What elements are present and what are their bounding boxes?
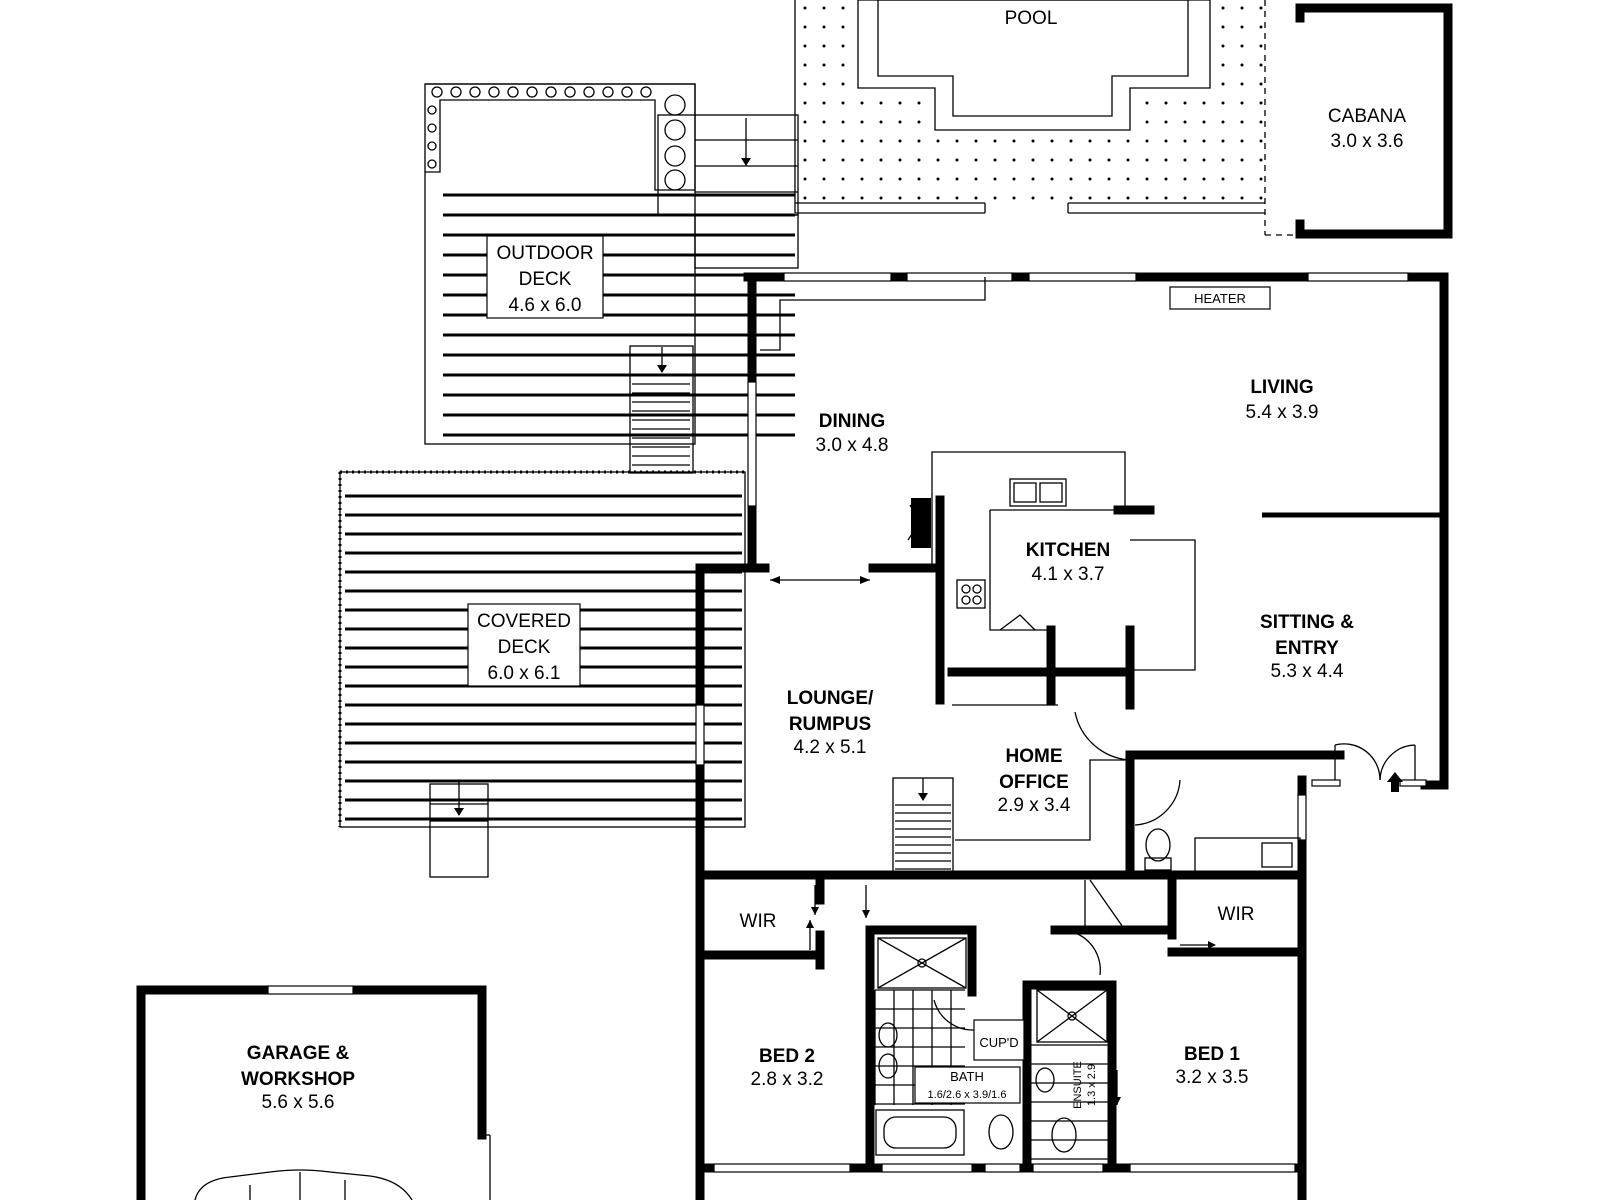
garage-label-1: GARAGE & bbox=[247, 1043, 350, 1064]
pool-coping bbox=[857, 0, 1211, 131]
house-walls bbox=[695, 272, 1449, 1200]
sitting-size: 5.3 x 4.4 bbox=[1271, 661, 1344, 682]
pool-label: POOL bbox=[1005, 8, 1058, 29]
office-label-2: OFFICE bbox=[999, 772, 1069, 793]
bed1-size: 3.2 x 3.5 bbox=[1176, 1067, 1249, 1088]
kitchen-size: 4.1 x 3.7 bbox=[1032, 564, 1105, 585]
heater-label: HEATER bbox=[1194, 291, 1246, 306]
ensuite-label: ENSUITE 1.3 x 2.9 bbox=[1072, 1061, 1098, 1109]
outdoor-deck: OUTDOOR DECK 4.6 x 6.0 bbox=[424, 83, 799, 445]
svg-text:ENSUITE: ENSUITE bbox=[1072, 1061, 1084, 1109]
car-icon bbox=[194, 1169, 413, 1200]
cabana-size: 3.0 x 3.6 bbox=[1331, 131, 1404, 152]
svg-text:COVERED: COVERED bbox=[477, 611, 571, 632]
pool-area: POOL bbox=[794, 0, 1295, 236]
garage-label-2: WORKSHOP bbox=[241, 1069, 355, 1090]
living-label: LIVING bbox=[1250, 377, 1313, 398]
bed1-label: BED 1 bbox=[1184, 1044, 1240, 1065]
lounge-size: 4.2 x 5.1 bbox=[794, 737, 867, 758]
sitting-label-2: ENTRY bbox=[1275, 638, 1339, 659]
lounge-label-1: LOUNGE/ bbox=[787, 688, 874, 709]
wir-left-label: WIR bbox=[740, 911, 777, 932]
interior-details: HEATER bbox=[760, 277, 1416, 1160]
office-label-1: HOME bbox=[1006, 746, 1063, 767]
svg-text:4.6 x 6.0: 4.6 x 6.0 bbox=[509, 295, 582, 316]
covered-deck: COVERED DECK 6.0 x 6.1 bbox=[338, 345, 746, 878]
cabana: CABANA 3.0 x 3.6 bbox=[1295, 3, 1453, 239]
living-size: 5.4 x 3.9 bbox=[1246, 402, 1319, 423]
svg-text:DECK: DECK bbox=[498, 637, 551, 658]
outdoor-deck-label: OUTDOOR DECK 4.6 x 6.0 bbox=[486, 235, 604, 319]
garden-bed-plants bbox=[427, 86, 686, 191]
kitchen-label: KITCHEN bbox=[1026, 540, 1110, 561]
cupd-label: CUP'D bbox=[979, 1035, 1018, 1050]
garage: GARAGE & WORKSHOP 5.6 x 5.6 bbox=[136, 985, 491, 1200]
bed2-size: 2.8 x 3.2 bbox=[751, 1069, 824, 1090]
covered-deck-label: COVERED DECK 6.0 x 6.1 bbox=[467, 603, 581, 687]
wir-right-label: WIR bbox=[1218, 904, 1255, 925]
office-size: 2.9 x 3.4 bbox=[998, 795, 1071, 816]
bath-size: 1.6/2.6 x 3.9/1.6 bbox=[928, 1089, 1007, 1101]
pool-water bbox=[877, 0, 1189, 117]
garage-size: 5.6 x 5.6 bbox=[262, 1092, 335, 1113]
bath-label: BATH bbox=[950, 1069, 984, 1084]
room-labels: DINING 3.0 x 4.8 LIVING 5.4 x 3.9 KITCHE… bbox=[740, 377, 1355, 1090]
lounge-stairs bbox=[895, 804, 951, 870]
dining-label: DINING bbox=[819, 411, 886, 432]
sitting-label-1: SITTING & bbox=[1260, 612, 1354, 633]
svg-text:6.0 x 6.1: 6.0 x 6.1 bbox=[488, 663, 561, 684]
svg-text:OUTDOOR: OUTDOOR bbox=[496, 243, 593, 264]
lounge-label-2: RUMPUS bbox=[789, 714, 871, 735]
cabana-label: CABANA bbox=[1328, 106, 1406, 127]
deck-stairs bbox=[632, 383, 690, 466]
bed2-label: BED 2 bbox=[759, 1046, 815, 1067]
svg-text:1.3 x 2.9: 1.3 x 2.9 bbox=[1086, 1064, 1098, 1106]
svg-text:DECK: DECK bbox=[519, 269, 572, 290]
pool-paving-dots bbox=[803, 6, 1263, 200]
dining-size: 3.0 x 4.8 bbox=[816, 435, 889, 456]
